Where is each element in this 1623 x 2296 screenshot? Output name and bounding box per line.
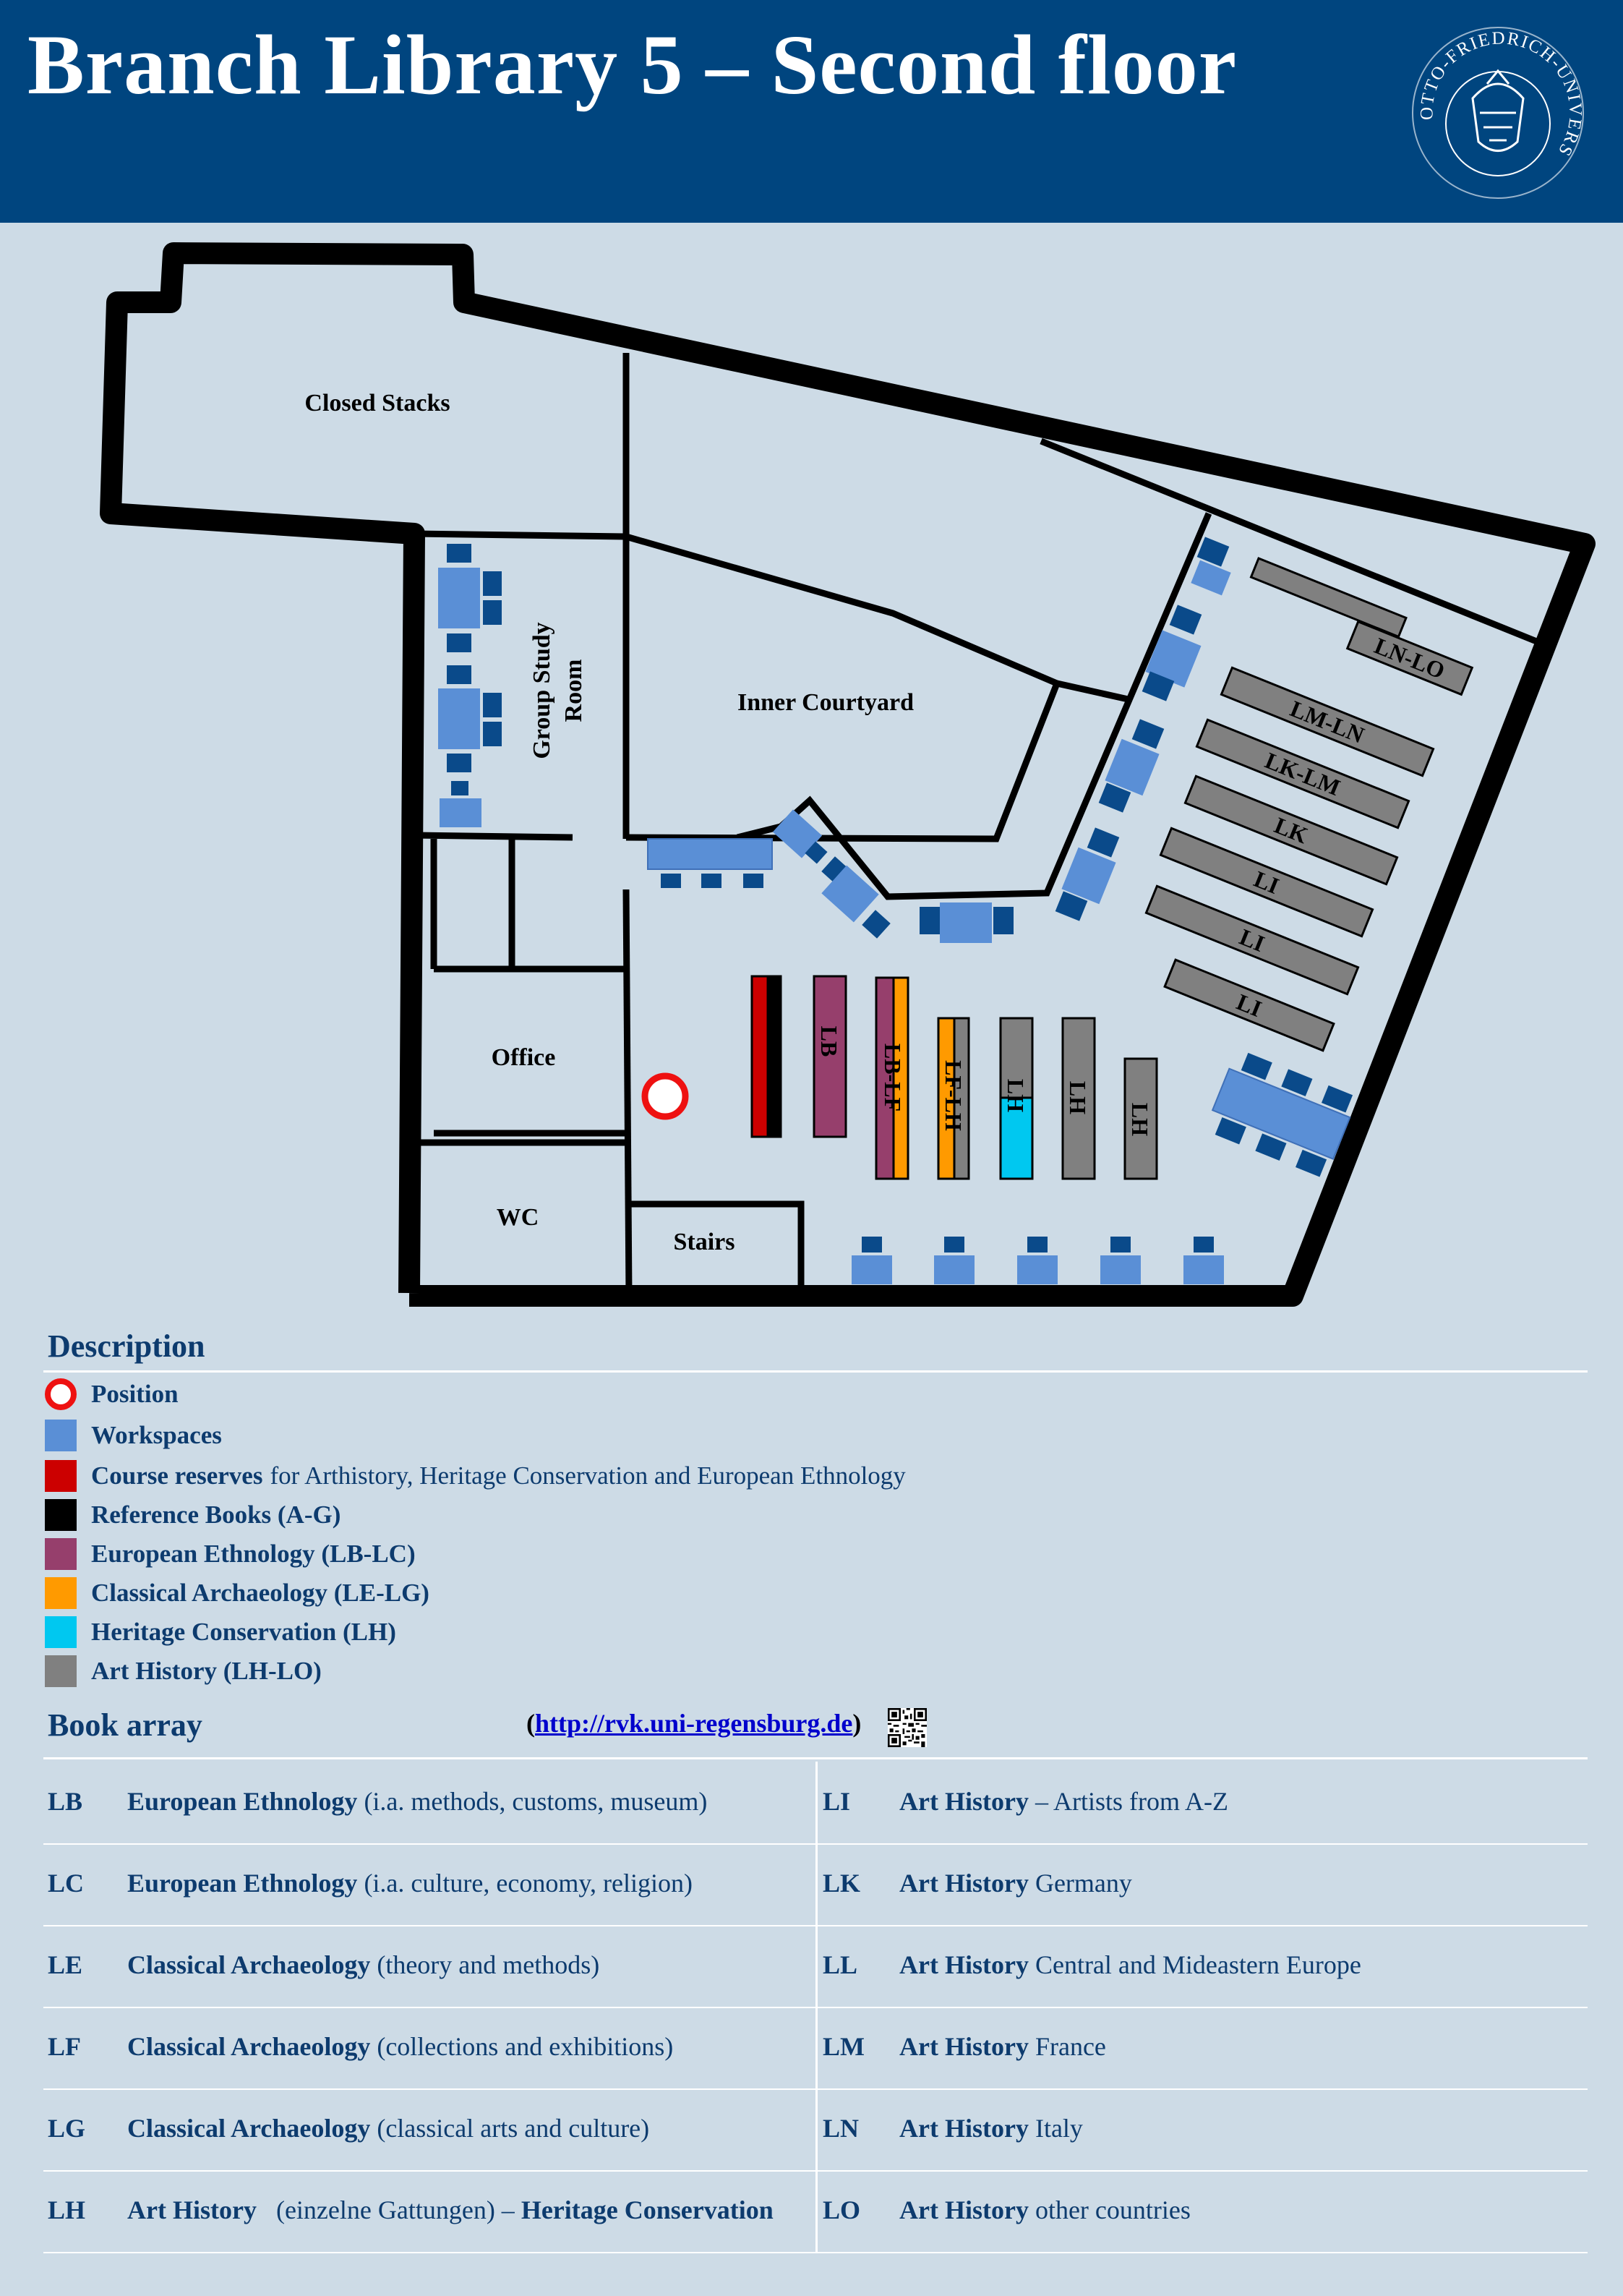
shelf-lh-3: LH [1127, 1103, 1153, 1136]
stairs-label: Stairs [674, 1229, 735, 1255]
legend-item-reference: Reference Books (A-G) [45, 1498, 348, 1532]
workspace-swatch [45, 1420, 77, 1451]
header-bar: Branch Library 5 – Second floor OTTO-FRI… [0, 0, 1623, 223]
divider [43, 1757, 1588, 1759]
shelf-lh-2: LH [1065, 1081, 1091, 1114]
page-title: Branch Library 5 – Second floor [27, 17, 1238, 112]
table-row: LB European Ethnology (i.a. methods, cus… [43, 1762, 1588, 1845]
shelf-lm-ln: LM-LN [1287, 695, 1368, 748]
shelf-lh-1: LH [1003, 1079, 1029, 1112]
position-swatch-icon [45, 1378, 77, 1410]
book-array-title: Book array [48, 1707, 202, 1743]
legend-item-heritage-conservation: Heritage Conservation (LH) [45, 1616, 403, 1649]
rvk-link[interactable]: http://rvk.uni-regensburg.de [535, 1709, 853, 1738]
shelf-ln-lo: LN-LO [1371, 632, 1448, 683]
table-row: LG Classical Archaeology (classical arts… [43, 2088, 1588, 2172]
qr-code-icon[interactable] [888, 1708, 927, 1747]
workspaces-corner [1211, 1052, 1353, 1177]
shelf-lf-lh: LF-LH [941, 1060, 967, 1131]
workspaces-group-study [438, 544, 502, 827]
shelves-diagonal: LN-LO LM-LN LK-LM LK LI LI LI [1144, 557, 1474, 1052]
shelves-vertical: LB LB-LF LF-LH LH LH LH [750, 975, 1158, 1180]
group-study-room-label: Group Study [528, 622, 555, 759]
european-ethnology-swatch [45, 1538, 77, 1570]
closed-stacks-label: Closed Stacks [304, 390, 450, 417]
legend-item-position: Position [45, 1378, 186, 1411]
legend-title: Description [48, 1328, 205, 1364]
legend-item-classical-archaeology: Classical Archaeology (LE-LG) [45, 1576, 437, 1610]
table-row: LC European Ethnology (i.a. culture, eco… [43, 1843, 1588, 1926]
divider [43, 1370, 1588, 1373]
wc-label: WC [497, 1204, 539, 1231]
workspaces-diagonal [1055, 537, 1231, 921]
inner-walls [414, 353, 1540, 1297]
shelf-lb-lf: LB-LF [880, 1044, 906, 1111]
workspaces-courtyard [647, 809, 1014, 943]
inner-courtyard-label: Inner Courtyard [737, 689, 914, 716]
table-row: LE Classical Archaeology (theory and met… [43, 1925, 1588, 2008]
heritage-conservation-swatch [45, 1616, 77, 1648]
floor-plan: Closed Stacks Group Study Room Inner Cou… [100, 242, 1596, 1307]
course-reserves-swatch [45, 1460, 77, 1492]
rvk-link-wrapper: (http://rvk.uni-regensburg.de) [526, 1709, 862, 1738]
outer-walls [100, 242, 1596, 1307]
reference-swatch [45, 1499, 77, 1531]
workspaces-bottom [852, 1237, 1224, 1284]
legend-item-european-ethnology: European Ethnology (LB-LC) [45, 1537, 423, 1571]
shelf-lb: LB [816, 1026, 842, 1057]
shelf-lk-lm: LK-LM [1262, 747, 1344, 801]
legend-item-workspaces: Workspaces [45, 1419, 229, 1452]
classical-archaeology-swatch [45, 1577, 77, 1609]
position-marker-icon [641, 1072, 689, 1120]
group-study-room-label-2: Room [560, 660, 587, 722]
art-history-swatch [45, 1655, 77, 1687]
table-row: LH Art History (einzelne Gattungen) – He… [43, 2170, 1588, 2253]
university-seal-icon: OTTO-FRIEDRICH-UNIVERSITÄT BAMBERG · UNI… [1404, 4, 1584, 199]
legend-item-art-history: Art History (LH-LO) [45, 1655, 329, 1688]
office-label: Office [492, 1044, 556, 1071]
table-row: LF Classical Archaeology (collections an… [43, 2007, 1588, 2090]
